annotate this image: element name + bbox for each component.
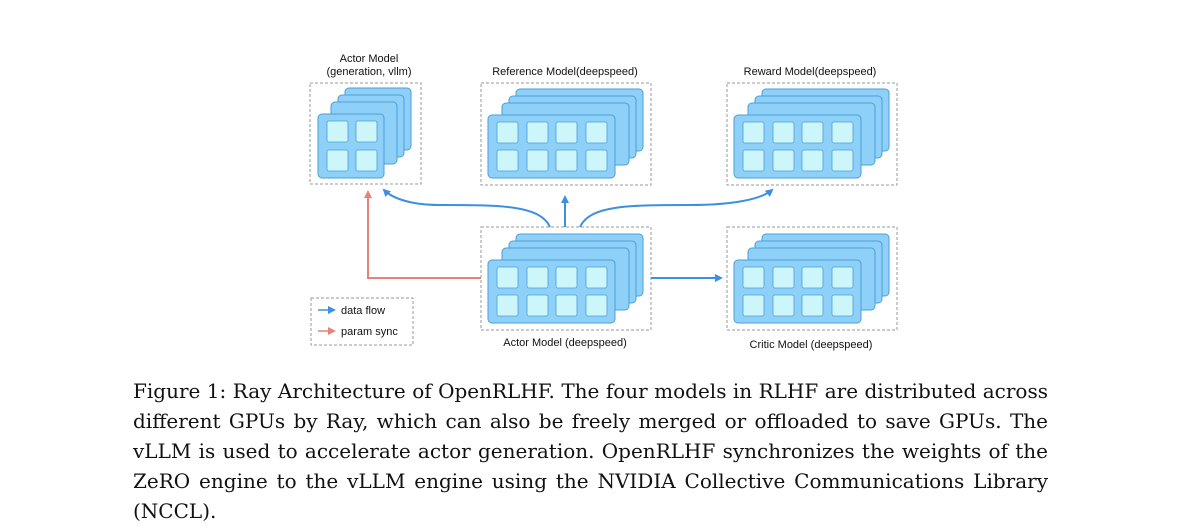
actor-generation-subtitle: (generation, vllm) bbox=[327, 66, 412, 78]
actor-training-box: Actor Model (deepspeed) bbox=[480, 226, 652, 349]
data-flow-arrow-to-actor-generation bbox=[382, 188, 551, 228]
reward-model-title: Reward Model(deepspeed) bbox=[744, 66, 877, 78]
gpu-stack bbox=[317, 87, 412, 179]
critic-model-container bbox=[726, 226, 898, 331]
reference-model-container bbox=[480, 82, 652, 186]
gpu-stack bbox=[733, 233, 890, 324]
reward-model-box: Reward Model(deepspeed) bbox=[726, 66, 898, 186]
critic-model-box: Critic Model (deepspeed) bbox=[726, 226, 898, 351]
actor-generation-title: Actor Model bbox=[340, 53, 399, 65]
actor-training-title: Actor Model (deepspeed) bbox=[503, 337, 627, 349]
legend-data-flow-label: data flow bbox=[341, 305, 385, 317]
legend-param-sync-label: param sync bbox=[341, 326, 398, 338]
actor-generation-box: Actor Model (generation, vllm) bbox=[309, 53, 422, 185]
gpu-stack bbox=[487, 233, 644, 324]
gpu-stack bbox=[733, 88, 890, 179]
architecture-diagram: Actor Model (generation, vllm) Reference… bbox=[309, 53, 898, 351]
param-sync-arrow bbox=[364, 190, 481, 279]
actor-generation-container bbox=[309, 82, 422, 185]
data-flow-arrow-to-reward bbox=[579, 188, 774, 228]
legend: data flow param sync bbox=[310, 297, 414, 346]
reward-model-container bbox=[726, 82, 898, 186]
critic-model-title: Critic Model (deepspeed) bbox=[750, 339, 873, 351]
figure-caption: Figure 1: Ray Architecture of OpenRLHF. … bbox=[133, 379, 1048, 523]
reference-model-box: Reference Model(deepspeed) bbox=[480, 66, 652, 186]
legend-container bbox=[310, 297, 414, 346]
gpu-stack bbox=[487, 88, 644, 179]
reference-model-title: Reference Model(deepspeed) bbox=[492, 66, 638, 78]
